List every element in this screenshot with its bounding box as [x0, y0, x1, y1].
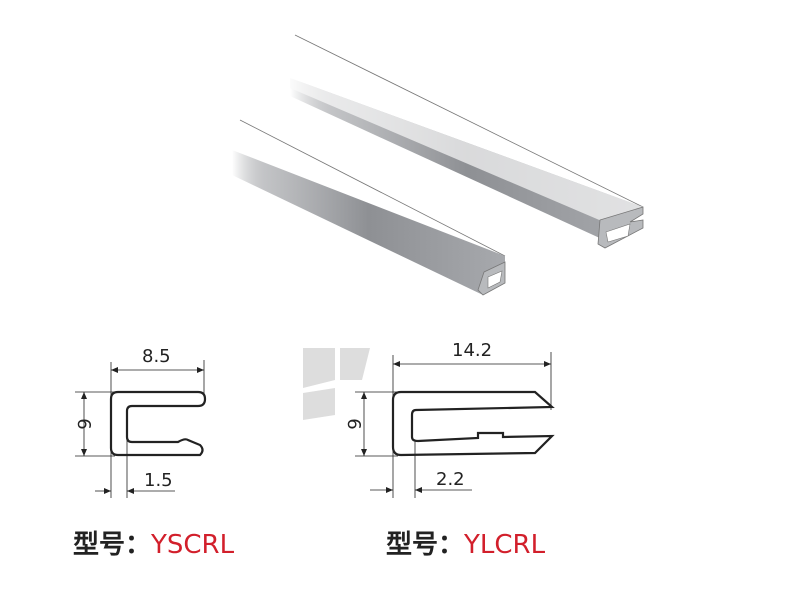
model-label-yscrl: 型号：YSCRL [73, 524, 234, 561]
profile-drawing-yscrl [75, 360, 207, 498]
model-prefix: 型号： [73, 530, 152, 560]
dim-width-yscrl: 8.5 [142, 346, 171, 367]
rail-render-yscrl [232, 119, 506, 296]
dim-height-ylcrl: 6 [343, 418, 364, 429]
profile-drawing-ylcrl [355, 352, 555, 498]
model-code: YSCRL [151, 530, 235, 560]
rail-render-ylcrl [290, 34, 644, 249]
dim-wall-ylcrl: 2.2 [436, 469, 465, 490]
model-label-ylcrl: 型号：YLCRL [386, 524, 545, 561]
dim-height-yscrl: 6 [73, 418, 94, 429]
dim-wall-yscrl: 1.5 [144, 470, 173, 491]
dim-width-ylcrl: 14.2 [452, 340, 492, 361]
model-code: YLCRL [464, 530, 546, 560]
watermark-logo [303, 348, 370, 420]
model-prefix: 型号： [386, 530, 465, 560]
